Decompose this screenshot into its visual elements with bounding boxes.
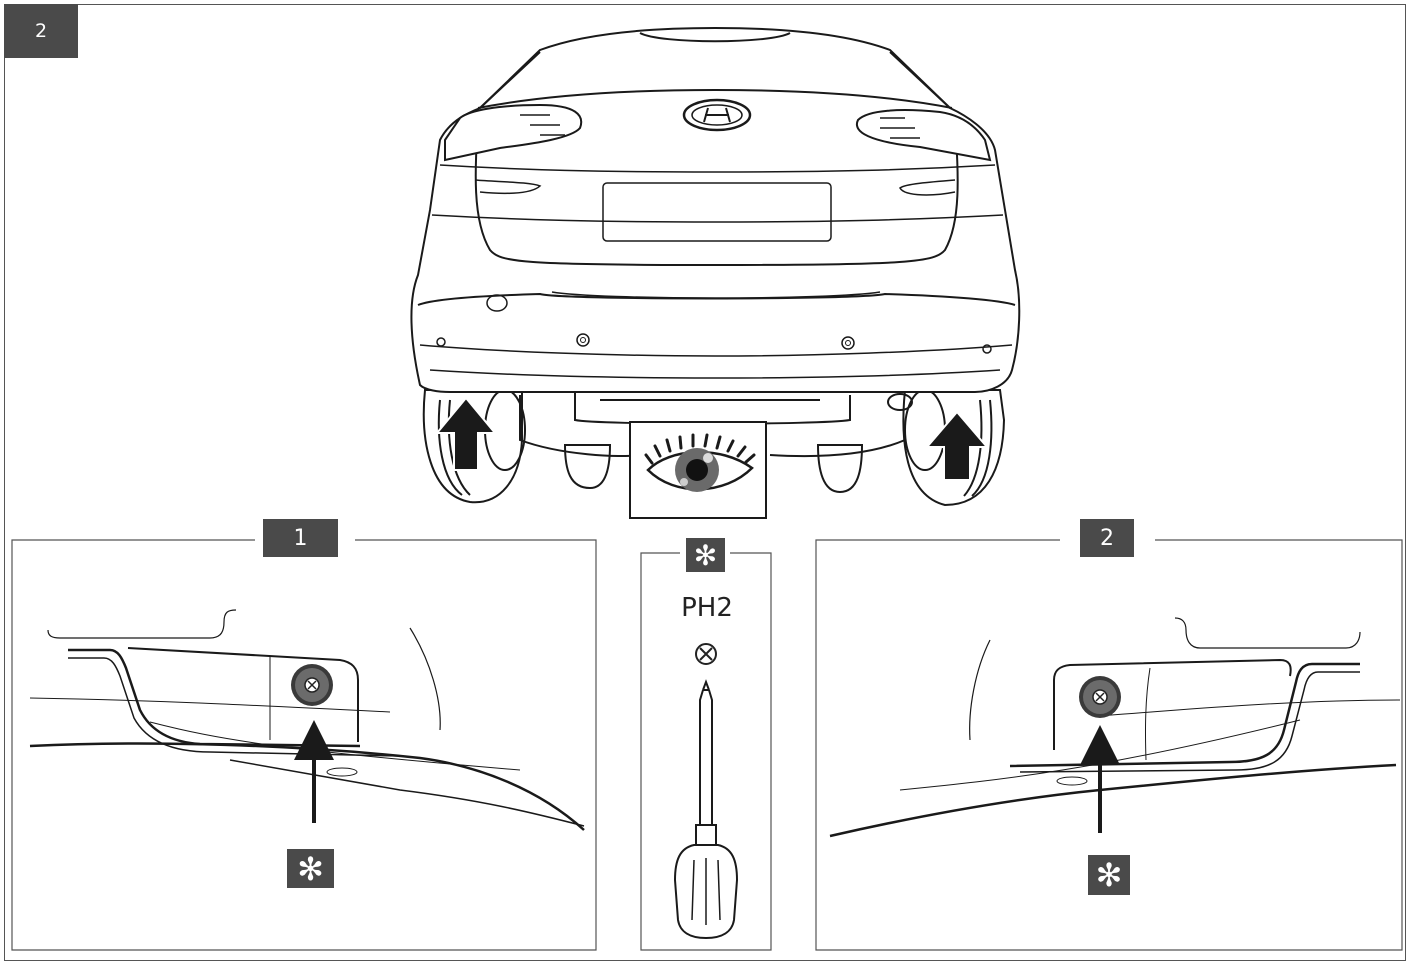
phillips-screw-icon: [291, 664, 333, 706]
eye-icon: [629, 421, 767, 519]
phillips-screw-icon: [695, 643, 717, 665]
up-arrow-icon: [924, 410, 990, 481]
phillips-screw-icon: [1079, 676, 1121, 718]
detail-1-label: 1: [263, 519, 338, 557]
tool-asterisk-badge: ✻: [686, 538, 725, 572]
screwdriver-icon: [673, 679, 739, 940]
up-arrow-icon: [434, 396, 498, 471]
step-number-badge: 2: [4, 4, 78, 58]
screw-marker-left: ✻: [287, 849, 334, 888]
detail-panel-2: [815, 539, 1403, 951]
screwdriver-size-label: PH2: [681, 593, 733, 623]
tool-panel: [640, 552, 772, 951]
car-rear-view: [410, 26, 1021, 507]
detail-panel-1: [11, 539, 597, 951]
screw-marker-right: ✻: [1088, 855, 1130, 895]
detail-2-label: 2: [1080, 519, 1134, 557]
diagram-frame: [4, 4, 1406, 961]
